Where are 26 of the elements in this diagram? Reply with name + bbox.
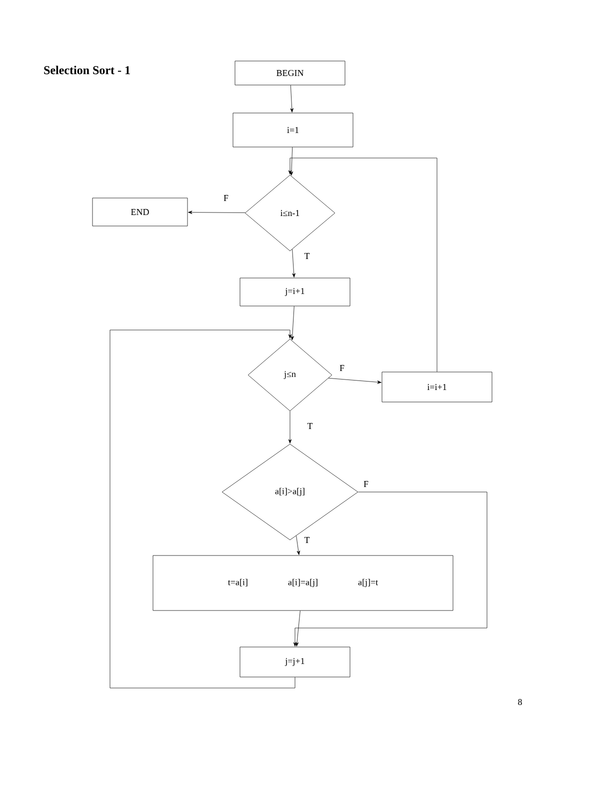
edge-label: T bbox=[303, 252, 311, 260]
arrow bbox=[328, 378, 382, 384]
edge-label: F bbox=[338, 364, 346, 372]
title: Selection Sort - 1 bbox=[44, 66, 130, 74]
process-box: i=1 bbox=[232, 112, 354, 148]
arrow bbox=[110, 330, 296, 688]
arrow bbox=[292, 249, 296, 278]
arrow bbox=[290, 306, 294, 340]
page-number: 8 bbox=[518, 698, 522, 706]
arrow bbox=[290, 85, 294, 112]
arrow bbox=[296, 536, 300, 555]
arrow bbox=[188, 210, 246, 214]
process-box: j=i+1 bbox=[240, 278, 350, 306]
process-box: i=i+1 bbox=[382, 372, 492, 402]
arrow bbox=[293, 492, 488, 646]
process-box: END bbox=[92, 198, 188, 226]
arrow bbox=[290, 147, 294, 176]
process-box: t=a[i] a[i]=a[j] a[j]=t bbox=[152, 555, 454, 611]
edge-label: T bbox=[306, 422, 314, 430]
arrow bbox=[288, 158, 438, 372]
edge-label: F bbox=[222, 194, 230, 202]
edge-label: F bbox=[362, 480, 370, 488]
process-box: BEGIN bbox=[234, 60, 346, 86]
arrow bbox=[295, 610, 300, 646]
process-box: j=j+1 bbox=[240, 646, 350, 678]
arrow bbox=[288, 411, 292, 444]
